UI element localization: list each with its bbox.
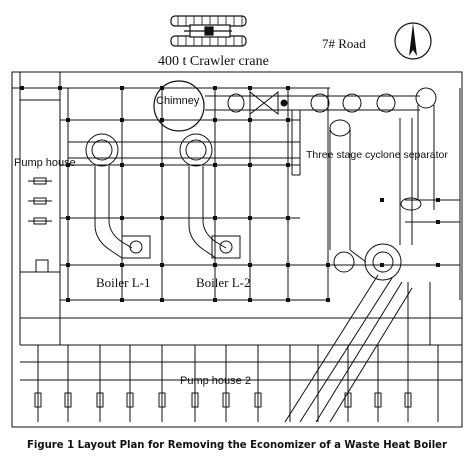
crawler-crane-icon <box>170 15 247 47</box>
road-label: 7# Road <box>322 36 366 51</box>
pump-house-2-label: Pump house 2 <box>180 375 251 387</box>
figure-caption: Figure 1 Layout Plan for Removing the Ec… <box>27 439 448 451</box>
flue-duct <box>205 90 420 176</box>
chimney-label: Chimney <box>156 95 200 107</box>
boiler-l2 <box>179 133 241 259</box>
boiler-l1-label: Boiler L-1 <box>96 275 151 290</box>
pump-house-label: Pump house <box>14 157 76 169</box>
crane-label: 400 t Crawler crane <box>158 54 269 69</box>
grid-markers <box>20 86 440 302</box>
chimney <box>153 80 205 132</box>
separator-label: Three stage cyclone separator <box>306 149 448 161</box>
boiler-l2-label: Boiler L-2 <box>196 275 251 290</box>
lower-pump-row <box>34 388 412 412</box>
building-grid <box>11 71 463 428</box>
pump-house-equipment <box>28 177 52 273</box>
boiler-l1 <box>68 133 300 259</box>
north-arrow-icon <box>394 22 432 60</box>
cyclone-separator <box>284 87 437 423</box>
